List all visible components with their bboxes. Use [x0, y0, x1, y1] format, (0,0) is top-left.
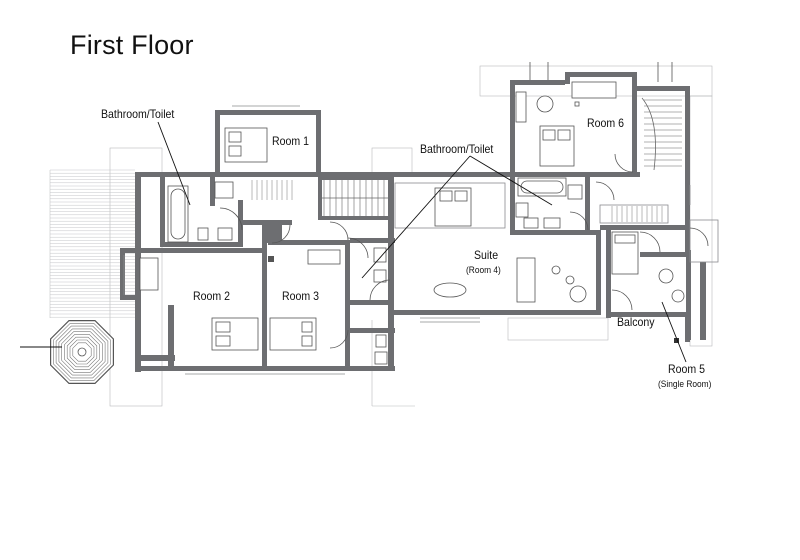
label-room5-sub: (Single Room) — [658, 379, 712, 390]
label-room1: Room 1 — [272, 134, 309, 148]
label-room3: Room 3 — [282, 289, 319, 303]
label-leaders — [20, 121, 687, 363]
interior-lines — [123, 105, 691, 375]
label-balcony: Balcony — [617, 315, 655, 329]
label-suite: Suite — [474, 248, 499, 262]
walls — [120, 72, 719, 372]
gazebo-octagon — [50, 320, 114, 384]
door-swings — [219, 62, 709, 349]
fixtures — [139, 81, 685, 365]
label-room6: Room 6 — [587, 116, 624, 130]
label-room5: Room 5 — [668, 362, 705, 376]
label-bathroom-toilet-center: Bathroom/Toilet — [420, 142, 494, 156]
label-room2: Room 2 — [193, 289, 230, 303]
page-title: First Floor — [70, 30, 194, 60]
terrace-hatching — [49, 169, 135, 318]
label-suite-sub: (Room 4) — [466, 265, 501, 276]
label-bathroom-toilet-left: Bathroom/Toilet — [101, 107, 175, 121]
staircases — [251, 97, 682, 222]
